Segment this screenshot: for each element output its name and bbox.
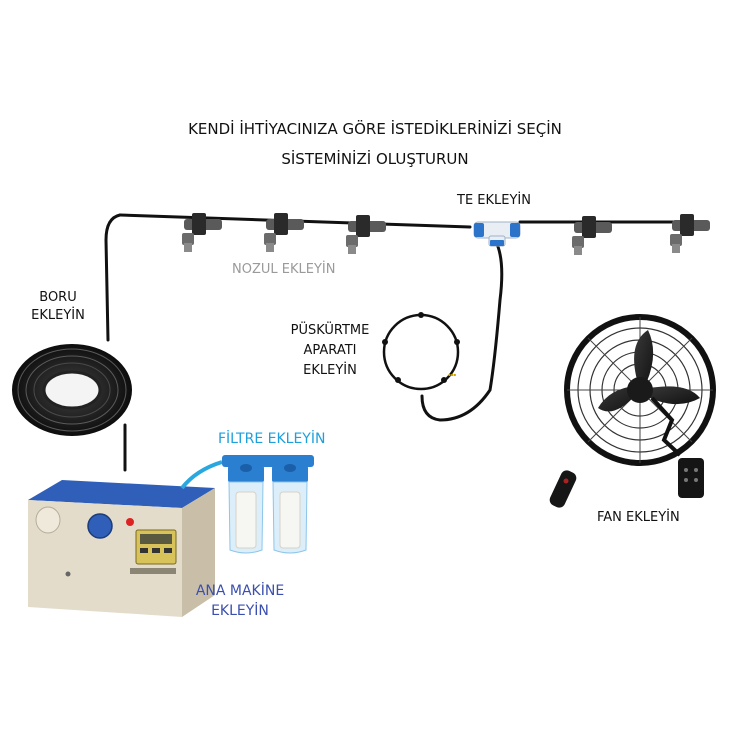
filtre-label: FİLTRE EKLEYİN: [218, 431, 326, 447]
nozzle-icon: [182, 213, 222, 252]
spray-ring-icon: ▪▪▪: [382, 312, 460, 391]
puskurtme-label-line-1: PÜSKÜRTME: [290, 323, 370, 338]
water-filter-icon: [222, 455, 314, 554]
machine-icon: [28, 460, 223, 617]
nozzle-icon: [264, 213, 304, 252]
nozzle-icon: [346, 215, 386, 254]
puskurtme-label-line-2: APARATI: [303, 343, 357, 358]
fan-label: FAN EKLEYİN: [597, 510, 680, 525]
boru-label-line-2: EKLEYİN: [31, 308, 85, 323]
remote-icon: [549, 470, 577, 508]
nozzle-icon: [572, 216, 612, 255]
title-line-1: KENDİ İHTİYACINIZA GÖRE İSTEDİKLERİNİZİ …: [188, 120, 562, 138]
ana-makine-label-line-1: ANA MAKİNE: [195, 583, 285, 599]
ana-makine-label-line-2: EKLEYİN: [211, 603, 269, 619]
hose-coil-icon: [12, 344, 132, 436]
boru-label-line-1: BORU: [39, 290, 77, 305]
tee-connector-icon: [473, 221, 521, 247]
te-label: TE EKLEYİN: [457, 193, 531, 208]
title-line-2: SİSTEMİNİZİ OLUŞTURUN: [281, 150, 469, 168]
nozzle-icon: [670, 214, 710, 253]
nozul-label: NOZUL EKLEYİN: [232, 262, 336, 277]
puskurtme-label-line-3: EKLEYİN: [303, 363, 357, 378]
fan-icon: [564, 314, 716, 498]
svg-text:▪▪▪: ▪▪▪: [448, 372, 456, 377]
